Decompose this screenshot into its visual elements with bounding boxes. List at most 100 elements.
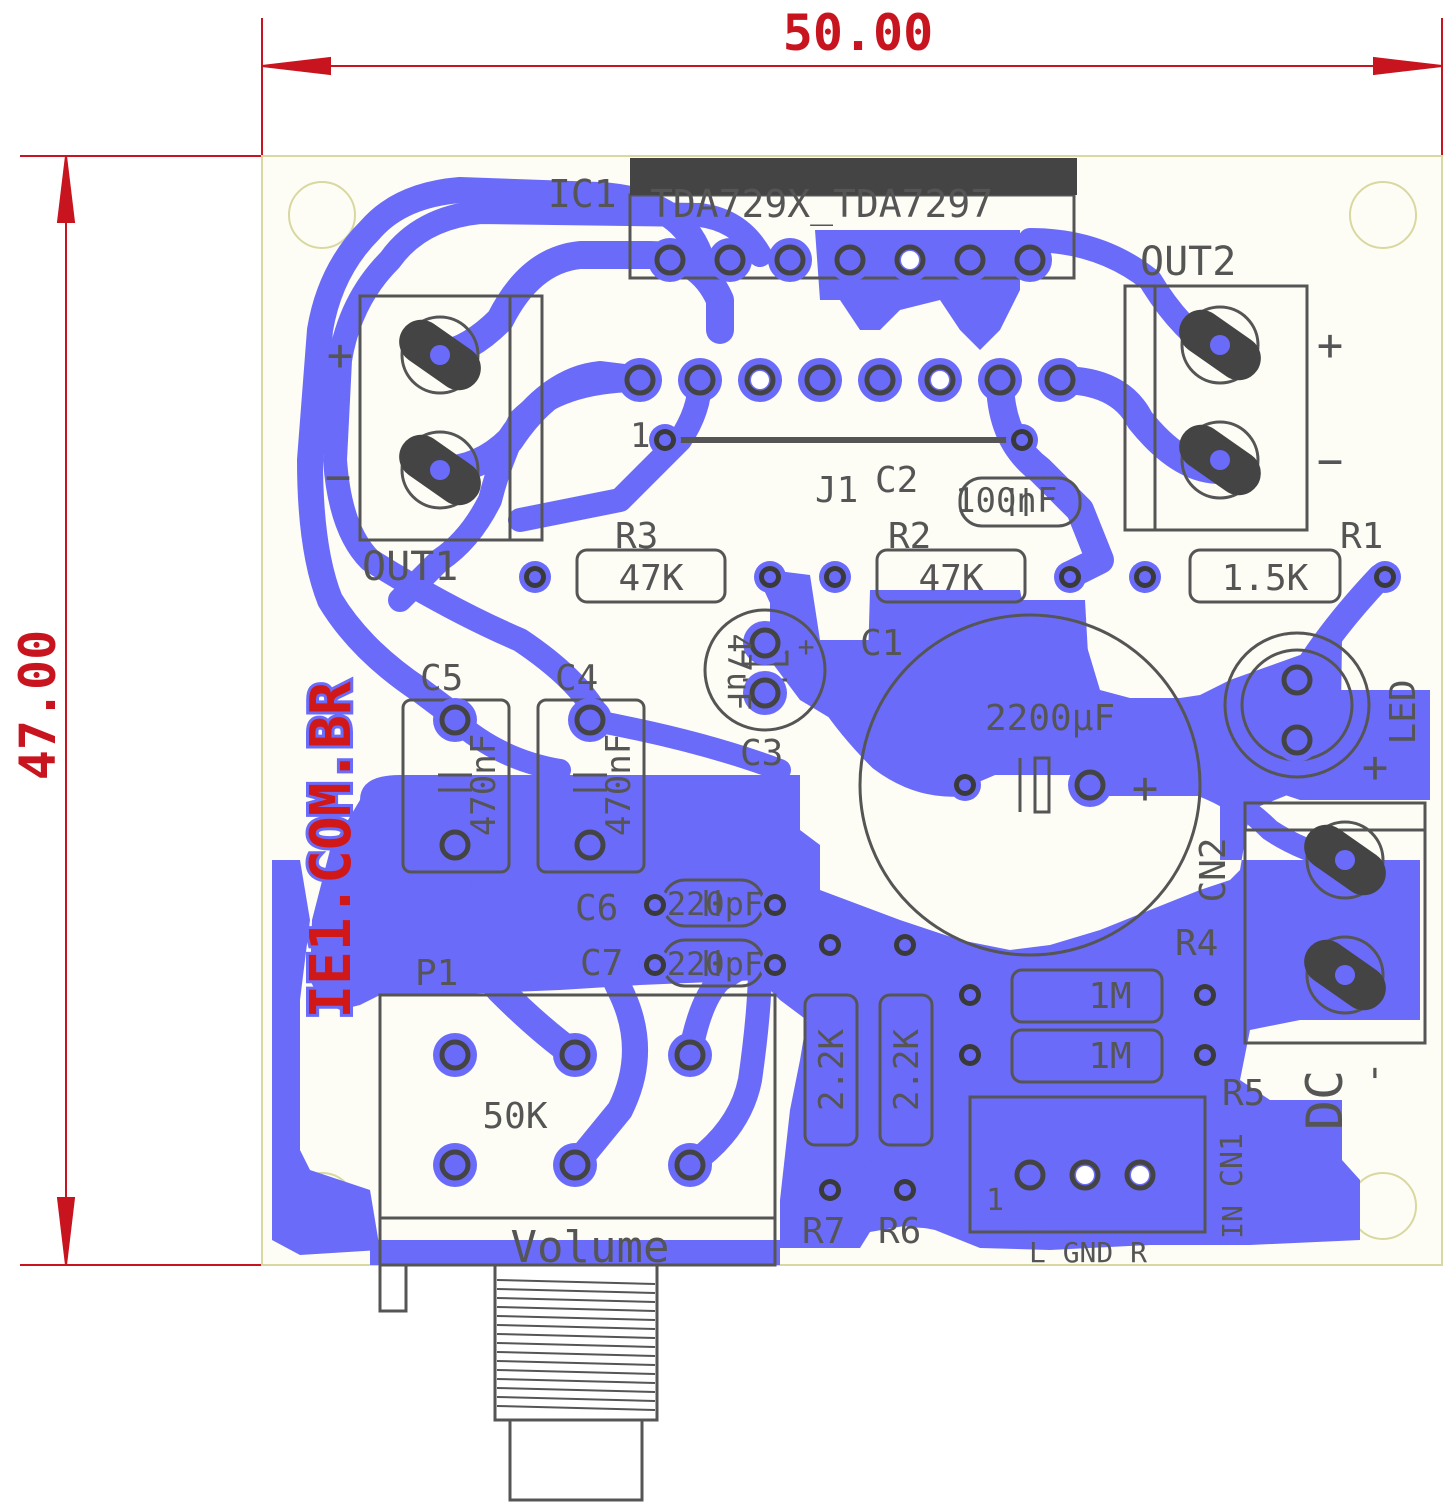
shaft-thread: [496, 1324, 656, 1330]
pad-ring: [1014, 1159, 1046, 1191]
pad-hole: [961, 251, 979, 269]
left-side-pour: [272, 860, 380, 1255]
out1-minus-label: −: [325, 452, 352, 503]
pad-hole: [1021, 1166, 1039, 1184]
pad-hole: [781, 251, 799, 269]
j1-pin1-label: 1: [630, 416, 650, 456]
pad-hole: [964, 1049, 976, 1061]
height-dimension-label: 47.00: [9, 630, 67, 781]
pad-hole: [446, 1156, 464, 1174]
terminal-screw-outline: [1305, 935, 1385, 1015]
pad-hole: [581, 711, 599, 729]
r3-value-label: 47K: [618, 558, 683, 599]
pad-hole: [1199, 989, 1211, 1001]
out1-terminal-outline: [358, 294, 544, 542]
pad-hole: [446, 836, 464, 854]
pad-hole: [529, 571, 541, 583]
terminal-screw-hole: [1335, 850, 1355, 870]
pad-ring: [1074, 769, 1106, 801]
pad-hole: [1076, 1166, 1094, 1184]
pad-ring: [674, 1149, 706, 1181]
pad-ring: [924, 364, 956, 396]
mounting-hole: [1349, 181, 1417, 249]
shaft-thread: [496, 1387, 656, 1393]
pad-hole: [769, 959, 781, 971]
pad-hole: [901, 251, 919, 269]
r7-value-label: 2.2K: [812, 1029, 852, 1111]
pad-hole: [756, 634, 774, 652]
cn1-in-label: IN: [1216, 1205, 1249, 1239]
pad-ring: [744, 364, 776, 396]
r6-body-outline: [878, 993, 934, 1147]
terminal-screw-outline: [400, 430, 480, 510]
pads: [433, 238, 1401, 1206]
pad-ring: [774, 244, 806, 276]
pad-hole: [1064, 571, 1076, 583]
dc-label: DC: [1296, 1070, 1354, 1130]
pad-hole: [649, 959, 661, 971]
c1-polarity-mark: [1018, 756, 1051, 814]
pad-ring: [749, 677, 781, 709]
pad-hole: [871, 371, 889, 389]
cn1-pin1-label: 1: [986, 1183, 1004, 1218]
trace: [297, 177, 713, 733]
pad-hole: [829, 571, 841, 583]
pad-hole: [756, 684, 774, 702]
c4-value-label: 470nF: [599, 734, 639, 836]
shaft-thread: [496, 1315, 656, 1321]
width-dimension-label: 50.00: [783, 4, 934, 62]
trace: [579, 709, 791, 781]
pad-hole: [661, 251, 679, 269]
terminal-screw-outline: [400, 315, 480, 395]
shaft-thread: [496, 1297, 656, 1303]
pad-hole: [764, 571, 776, 583]
pad-hole: [721, 251, 739, 269]
r2-ref-label: R2: [888, 516, 931, 557]
film-capacitor-marks: [438, 488, 1028, 976]
pad-ring: [954, 244, 986, 276]
r2-value-label: 47K: [918, 558, 983, 599]
shaft-thread: [496, 1405, 656, 1411]
pad-hole: [1016, 434, 1028, 446]
ic1-value-label: TDA729X_TDA7297: [650, 182, 993, 227]
r3-body-outline: [575, 548, 727, 604]
volume-label: Volume: [511, 1222, 670, 1273]
led-outline: [1223, 631, 1371, 779]
pad-hole: [841, 251, 859, 269]
c1-plus-label: +: [1132, 763, 1159, 814]
shaft-thread: [496, 1306, 656, 1312]
pad-ring: [804, 364, 836, 396]
r6-ref-label: R6: [878, 1211, 921, 1252]
pad-hole: [446, 1046, 464, 1064]
j1-ref-label: J1: [815, 470, 858, 511]
pad-hole: [659, 434, 671, 446]
led-ref-label: LED: [1383, 679, 1424, 744]
pad-hole: [1288, 671, 1306, 689]
terminal-screw-hole: [430, 345, 450, 365]
dc-right-pour: [1230, 690, 1430, 800]
p1-pot-knob-outline: [508, 1418, 644, 1502]
r1-body-outline: [1188, 548, 1342, 604]
pad-hole: [824, 1184, 836, 1196]
pad-ring: [1281, 724, 1313, 756]
pad-ring: [684, 364, 716, 396]
c2-outline: [958, 476, 1082, 528]
c3-value-label: 47uF: [720, 633, 758, 710]
pad-hole: [631, 371, 649, 389]
p1-value-label: 50K: [482, 1096, 547, 1137]
pad-ring: [864, 364, 896, 396]
c3-plus-label: +: [798, 630, 815, 663]
c2-value-label: 100nF: [955, 481, 1057, 521]
pad-hole: [1379, 571, 1391, 583]
pad-hole: [964, 989, 976, 1001]
pad-hole: [446, 711, 464, 729]
ic1-heatsink-tab: [630, 158, 1077, 195]
pad-hole: [649, 899, 661, 911]
c1-value-label: 2200μF: [985, 698, 1115, 739]
out2-minus-label: −: [1317, 436, 1344, 487]
pad-hole: [991, 371, 1009, 389]
r1-ref-label: R1: [1340, 516, 1383, 557]
pad-ring: [1069, 1159, 1101, 1191]
shaft-thread: [496, 1360, 656, 1366]
